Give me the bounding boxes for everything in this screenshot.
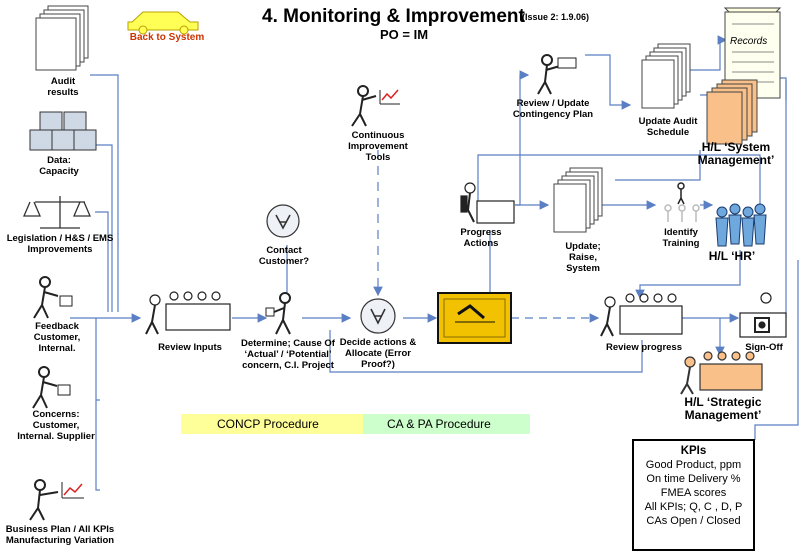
issue-label: (Issue 2: 1.9.06) (522, 12, 590, 22)
person-feedback-icon (33, 276, 73, 319)
review-progress-meeting-icon (600, 293, 683, 337)
progress-actions-label: Progress Actions (460, 227, 502, 249)
hl-hr-label[interactable]: H/L ‘HR’ (708, 249, 756, 263)
decide-actions-label: Decide actions & Allocate (Error Proof?) (339, 337, 417, 370)
hl-strategic-management-label[interactable]: H/L ‘Strategic Management’ (684, 395, 762, 422)
update-documents-icon (553, 167, 603, 233)
audit-results-label: Audit results (47, 76, 79, 98)
sign-off-label: Sign-Off (745, 342, 783, 353)
hl-system-documents-icon[interactable] (706, 79, 758, 145)
person-ci-tools-icon (351, 85, 400, 127)
review-inputs-meeting-icon (145, 291, 231, 335)
page-subtitle: PO = IM (380, 27, 429, 42)
sign-off-desk-icon[interactable] (739, 292, 787, 338)
feedback-label: Feedback Customer, Internal. (33, 321, 81, 354)
page-title: 4. Monitoring & Improvement (262, 6, 525, 27)
certificate-icon (437, 292, 512, 344)
kpi-item: FMEA scores (660, 487, 727, 499)
ci-tools-label: Continuous Improvement Tools (348, 130, 408, 163)
kpi-item: Good Product, ppm (645, 459, 742, 471)
identify-training-label: Identify Training (662, 227, 700, 249)
scales-icon (23, 196, 91, 229)
car-icon[interactable] (127, 11, 199, 35)
update-raise-label: Update; Raise, System (565, 241, 601, 274)
capacity-cubes-icon (29, 111, 97, 151)
capa-procedure-bar[interactable]: CA & PA Procedure (363, 414, 530, 434)
kpi-item: All KPIs; Q, C , D, P (644, 501, 743, 513)
contingency-person-icon (537, 54, 577, 95)
contingency-plan-label: Review / Update Contingency Plan (512, 98, 594, 120)
hl-system-management-label[interactable]: H/L ‘System Management’ (697, 140, 775, 167)
concerns-label: Concerns: Customer, Internal. Supplier (17, 409, 95, 442)
decide-globe-icon (360, 298, 396, 334)
progress-actions-desk-icon (460, 182, 515, 224)
person-chart-icon (29, 479, 84, 521)
person-concerns-icon (32, 366, 71, 409)
determine-person-icon (265, 292, 291, 335)
concp-procedure-bar[interactable]: CONCP Procedure (181, 414, 363, 434)
contact-globe-icon (266, 204, 300, 238)
records-label: Records (730, 36, 768, 47)
update-audit-schedule-label: Update Audit Schedule (638, 116, 698, 138)
audit-documents-icon (35, 5, 89, 71)
kpi-item: On time Delivery % (646, 473, 741, 485)
kpi-box: KPIs Good Product, ppm On time Delivery … (632, 439, 755, 551)
back-to-system-link[interactable]: Back to System (129, 32, 205, 43)
data-capacity-label: Data: Capacity (39, 155, 79, 177)
review-inputs-label: Review Inputs (158, 342, 222, 353)
connector-line (90, 74, 119, 312)
business-plan-label: Business Plan / All KPIs Manufacturing V… (5, 524, 115, 546)
connector-line (95, 144, 113, 312)
hr-people-icon[interactable] (715, 203, 767, 247)
strategic-management-meeting-icon[interactable] (680, 351, 763, 395)
identify-training-people-icon (664, 182, 700, 222)
contact-customer-label: Contact Customer? (258, 245, 310, 267)
connector-line (95, 318, 100, 491)
determine-cause-label: Determine; Cause Of ‘Actual’ / ‘Potentia… (241, 338, 335, 371)
audit-schedule-documents-icon (641, 43, 691, 109)
review-progress-label: Review progress (605, 342, 683, 353)
connector-line (95, 211, 109, 312)
kpi-title: KPIs (680, 445, 707, 457)
kpi-item: CAs Open / Closed (646, 515, 741, 527)
legislation-label: Legislation / H&S / EMS Improvements (6, 233, 114, 255)
